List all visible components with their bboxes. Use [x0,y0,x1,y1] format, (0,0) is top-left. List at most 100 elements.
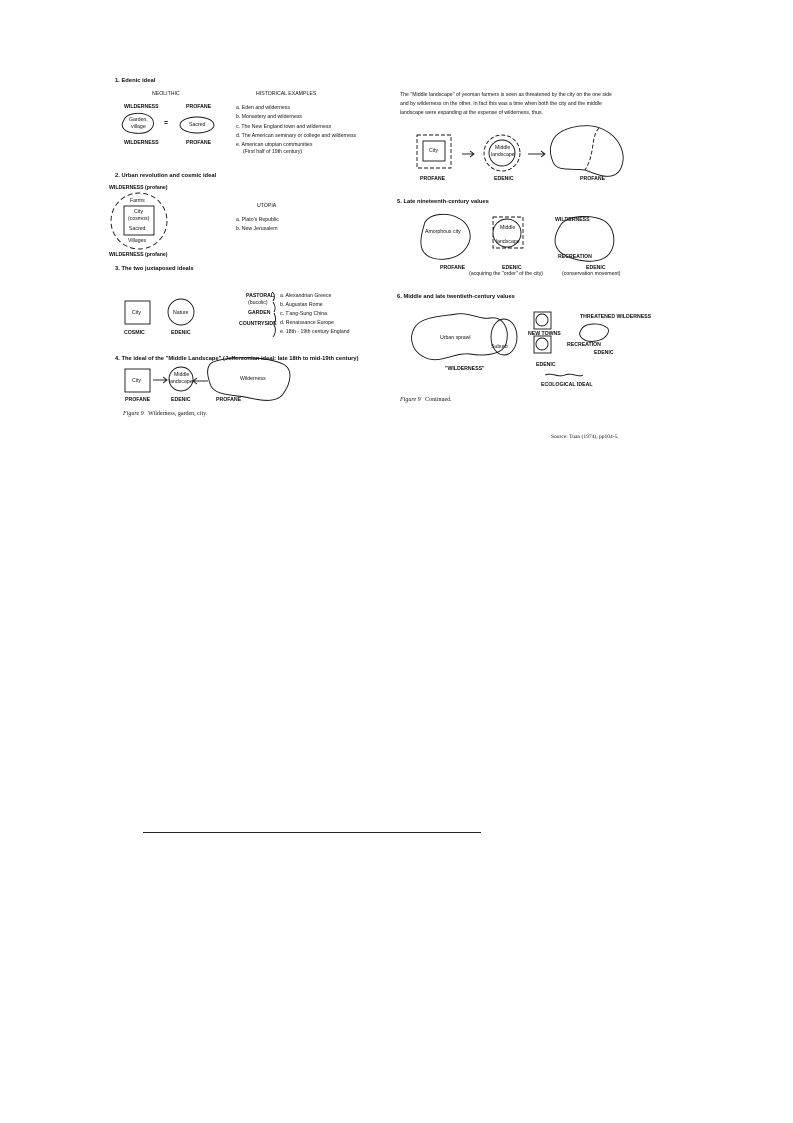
s1-example-e-note: (First half of 19th century) [243,149,303,155]
amorphous-city-label: Amorphous city [425,229,461,235]
garden-village-blob [121,112,154,134]
neolithic-label: NEOLITHIC [152,91,180,97]
s2-sacred-label: Sacred [129,226,146,232]
new-towns-label: NEW TOWNS [528,331,561,337]
s1-example-d: d. The American seminary or college and … [236,133,357,139]
s4-wilderness-blob [207,357,291,401]
s1-profane-top: PROFANE [186,104,212,110]
s2-wilderness-bottom: WILDERNESS (profane) [109,252,168,258]
s5-edenic-1-note: (acquiring the "order" of the city) [469,271,544,277]
s4-wilderness-label: Wilderness [240,376,266,382]
garden-label-s3: GARDEN [248,310,271,316]
s1-example-a: a. Eden and wilderness [236,105,290,111]
r1-profane-1: PROFANE [420,176,446,182]
right-caption-text: Continued. [425,397,452,403]
right-caption-label: Figure 9 [400,397,421,403]
amorphous-city-blob [420,213,471,260]
s3-example-e: e. 18th - 19th century England [280,329,350,335]
s4-edenic: EDENIC [171,397,191,403]
threatened-wilderness-label: THREATENED WILDERNESS [580,314,652,320]
s3-brace [271,291,276,338]
left-caption-text: Wilderness, garden, city. [148,411,208,417]
intro-line-2: and by wilderness on the other. In fact … [400,101,602,107]
cosmos-city-square [123,205,155,236]
sacred-ellipse [179,116,215,134]
ecological-ideal-label: ECOLOGICAL IDEAL [541,382,593,388]
cosmos-dashed-circle [110,192,168,250]
utopia-label: UTOPIA [257,203,277,209]
s4-middle-circle [168,366,194,392]
s3-example-c: c. T'ang-Sung China [280,311,328,317]
r1-landscape-label: landscape [491,152,515,158]
suburb-label: Suburb [491,344,508,350]
s2-example-b: b. New Jerusalem [236,226,278,232]
villages-label: Villages [128,238,147,244]
farms-label: Farms [130,198,145,204]
s4-middle-label: Middle [174,372,190,378]
intro-line-1: The "Middle landscape" of yeoman farmers… [400,92,612,98]
r1-middle-circle [488,139,516,167]
wilderness-quoted-label: "WILDERNESS" [445,366,485,372]
s6-edenic-2: EDENIC [594,350,614,356]
urban-sprawl-label: Urban sprawl [440,335,471,341]
tilde [544,373,584,377]
garden-label: Garden, [129,117,148,123]
s3-example-b: b. Augustan Rome [280,302,323,308]
s6-recreation-label: RECREATION [567,342,601,348]
s3-city-label: City [132,310,141,316]
s5-middle-square [492,216,524,249]
s2-wilderness-top: WILDERNESS (profane) [109,185,168,191]
s5-edenic-2-note: (conservation movement) [562,271,621,277]
village-label: village [131,124,146,130]
s1-example-c: c. The New England town and wilderness [236,124,332,130]
s1-profane-bottom: PROFANE [186,140,212,146]
cosmos-label: (cosmos) [128,216,150,222]
r1-profane-blob [549,125,624,177]
s4-landscape-label: landscape [169,379,193,385]
s1-wilderness-bottom: WILDERNESS [124,140,159,146]
pastoral-label: PASTORAL [246,293,275,299]
s2-example-a: a. Plato's Republic [236,217,279,223]
source-note: Source: Tuan (1974), pp104-5. [551,434,619,440]
footnote-rule [143,832,481,833]
r1-profane-2: PROFANE [580,176,606,182]
s2-city-label: City [134,209,143,215]
s5-landscape-label: landscape [496,239,520,245]
s5-edenic-2: EDENIC [586,265,606,271]
new-towns-square1 [533,311,552,330]
s3-cosmic-label: COSMIC [124,330,145,336]
s5-wilderness-blob [554,216,615,262]
r1-city-label: City [429,148,438,154]
sacred-label: Sacred [189,122,206,128]
s5-edenic-1: EDENIC [502,265,522,271]
s5-recreation-label: RECREATION [558,254,592,260]
s5-profane: PROFANE [440,265,466,271]
r1-edenic: EDENIC [494,176,514,182]
s3-nature-circle [167,298,195,326]
urban-sprawl-blob [411,313,508,361]
s4-city-square [124,368,151,393]
s3-example-a: a. Alexandrian Greece [280,293,332,299]
intro-line-3: landscape were expanding at the expense … [400,110,544,116]
r1-city-square [422,140,446,162]
s5-wilderness-label: WILDERNESS [555,217,590,223]
s1-example-e: e. American utopian communities [236,142,313,148]
s6-title: 6. Middle and late twentieth-century val… [397,294,515,300]
new-towns-square2 [533,335,552,354]
s5-title: 5. Late nineteenth-century values [397,199,489,205]
suburb-ellipse [490,318,518,356]
r1-middle-label: Middle [495,145,511,151]
left-caption: Figure 9 Wilderness, garden, city. [123,411,207,417]
s5-middle-label: Middle [500,225,516,231]
s3-title: 3. The two juxtaposed ideals [115,266,194,272]
s1-wilderness-top: WILDERNESS [124,104,159,110]
s4-profane-2: PROFANE [216,397,242,403]
s4-profane-1: PROFANE [125,397,151,403]
s3-example-d: d. Renaissance Europe [280,320,334,326]
s2-title: 2. Urban revolution and cosmic ideal [115,173,217,179]
s1-example-b: b. Monastery and wilderness [236,114,303,120]
s3-edenic-label: EDENIC [171,330,191,336]
bucolic-label: (bucolic) [248,300,268,306]
left-caption-label: Figure 9 [123,411,144,417]
